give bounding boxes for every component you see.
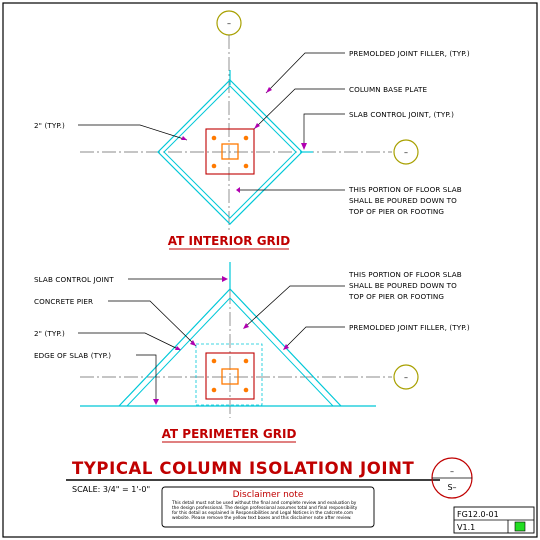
grid-bubble-right [393, 364, 419, 390]
status-indicator [514, 521, 526, 532]
leader-arrowhead [153, 399, 159, 405]
column-section [221, 143, 239, 160]
leader-arrowhead [175, 346, 181, 350]
leader-arrowhead [301, 143, 307, 150]
column-section [221, 368, 239, 385]
title-interior-grid: AT INTERIOR GRID [168, 234, 290, 248]
leader-arrowhead [222, 276, 228, 282]
leader-arrowhead [190, 340, 196, 346]
leader-arrowhead [236, 187, 240, 193]
label-slab-control: SLAB CONTROL JOINT, (TYP.) [349, 110, 454, 119]
label-floor-slab-3: TOP OF PIER OR FOOTING [348, 207, 444, 216]
grid-bubble-right-label: – [404, 373, 408, 382]
label-typ-dim: 2" (TYP.) [34, 329, 65, 338]
label-floor-slab-1: THIS PORTION OF FLOOR SLAB [348, 185, 462, 194]
title-perimeter-grid: AT PERIMETER GRID [162, 427, 297, 441]
anchor-bolt [211, 387, 217, 393]
grid-bubble-top-label: – [227, 19, 231, 28]
sheet-number: FG12.0-01 [457, 510, 499, 519]
label-slab-control: SLAB CONTROL JOINT [34, 275, 114, 284]
anchor-bolt [211, 135, 217, 141]
leader-edge-of-slab [136, 354, 157, 402]
label-floor-slab-3: TOP OF PIER OR FOOTING [348, 292, 444, 301]
isolation-joint-outer [157, 79, 303, 225]
label-floor-slab-1: THIS PORTION OF FLOOR SLAB [348, 270, 462, 279]
leader-premolded-filler [283, 326, 345, 350]
leader-slab-control [303, 113, 345, 147]
grid-bubble-right [393, 139, 419, 165]
leader-typ-dim [78, 332, 181, 351]
section-callout-top: – [450, 467, 454, 476]
grid-bubble-right-label: – [404, 148, 408, 157]
label-typ-dim: 2" (TYP.) [34, 121, 65, 130]
perimeter-grid-detail: – SLAB CONTROL JOINT CONCRETE PIER 2" (T… [34, 262, 470, 443]
anchor-bolt [243, 163, 249, 169]
leader-premolded-filler [265, 52, 345, 94]
title-block: TYPICAL COLUMN ISOLATION JOINT SCALE: 3/… [66, 457, 535, 534]
section-callout-bottom: S– [447, 483, 456, 492]
interior-grid-detail: – – PREMOLDED JOINT FI [34, 10, 470, 250]
leader-typ-dim [78, 124, 188, 141]
label-base-plate: COLUMN BASE PLATE [349, 85, 428, 94]
leader-arrowhead [254, 123, 260, 129]
column-base-plate [205, 352, 255, 400]
label-edge-of-slab: EDGE OF SLAB (TYP.) [34, 351, 111, 360]
column-base-plate [205, 128, 255, 175]
anchor-bolt [243, 135, 249, 141]
leader-concrete-pier [108, 300, 197, 347]
anchor-bolt [211, 163, 217, 169]
anchor-bolt [211, 358, 217, 364]
leader-arrowhead [243, 323, 249, 329]
disclaimer-line-4: website. Please remove the yellow text b… [172, 515, 352, 521]
label-premolded-filler: PREMOLDED JOINT FILLER, (TYP.) [349, 323, 470, 332]
label-floor-slab-2: SHALL BE POURED DOWN TO [349, 281, 457, 290]
label-floor-slab-2: SHALL BE POURED DOWN TO [349, 196, 457, 205]
label-premolded-filler: PREMOLDED JOINT FILLER, (TYP.) [349, 49, 470, 58]
anchor-bolt [243, 387, 249, 393]
isolation-joint-inner [126, 297, 334, 407]
anchor-bolt [243, 358, 249, 364]
disclaimer-line-3: for this detail as explained in Responsi… [172, 510, 353, 516]
leader-arrowhead [181, 136, 187, 140]
disclaimer-line-2: the design professional. The design prof… [172, 505, 358, 511]
sheet-version: V1.1 [457, 523, 475, 532]
main-title: TYPICAL COLUMN ISOLATION JOINT [72, 459, 415, 478]
leader-floor-slab [243, 285, 345, 329]
leader-arrowhead [266, 87, 272, 93]
concrete-pier [195, 343, 263, 406]
leader-base-plate [253, 88, 345, 130]
label-concrete-pier: CONCRETE PIER [34, 297, 93, 306]
leader-arrowhead [283, 344, 289, 350]
disclaimer-box [161, 486, 375, 528]
disclaimer-title: Disclaimer note [233, 490, 304, 500]
disclaimer-line-1: This detail must not be used without the… [171, 500, 357, 506]
scale-note: SCALE: 3/4" = 1'-0" [72, 485, 150, 494]
isolation-joint-inner [163, 85, 297, 219]
